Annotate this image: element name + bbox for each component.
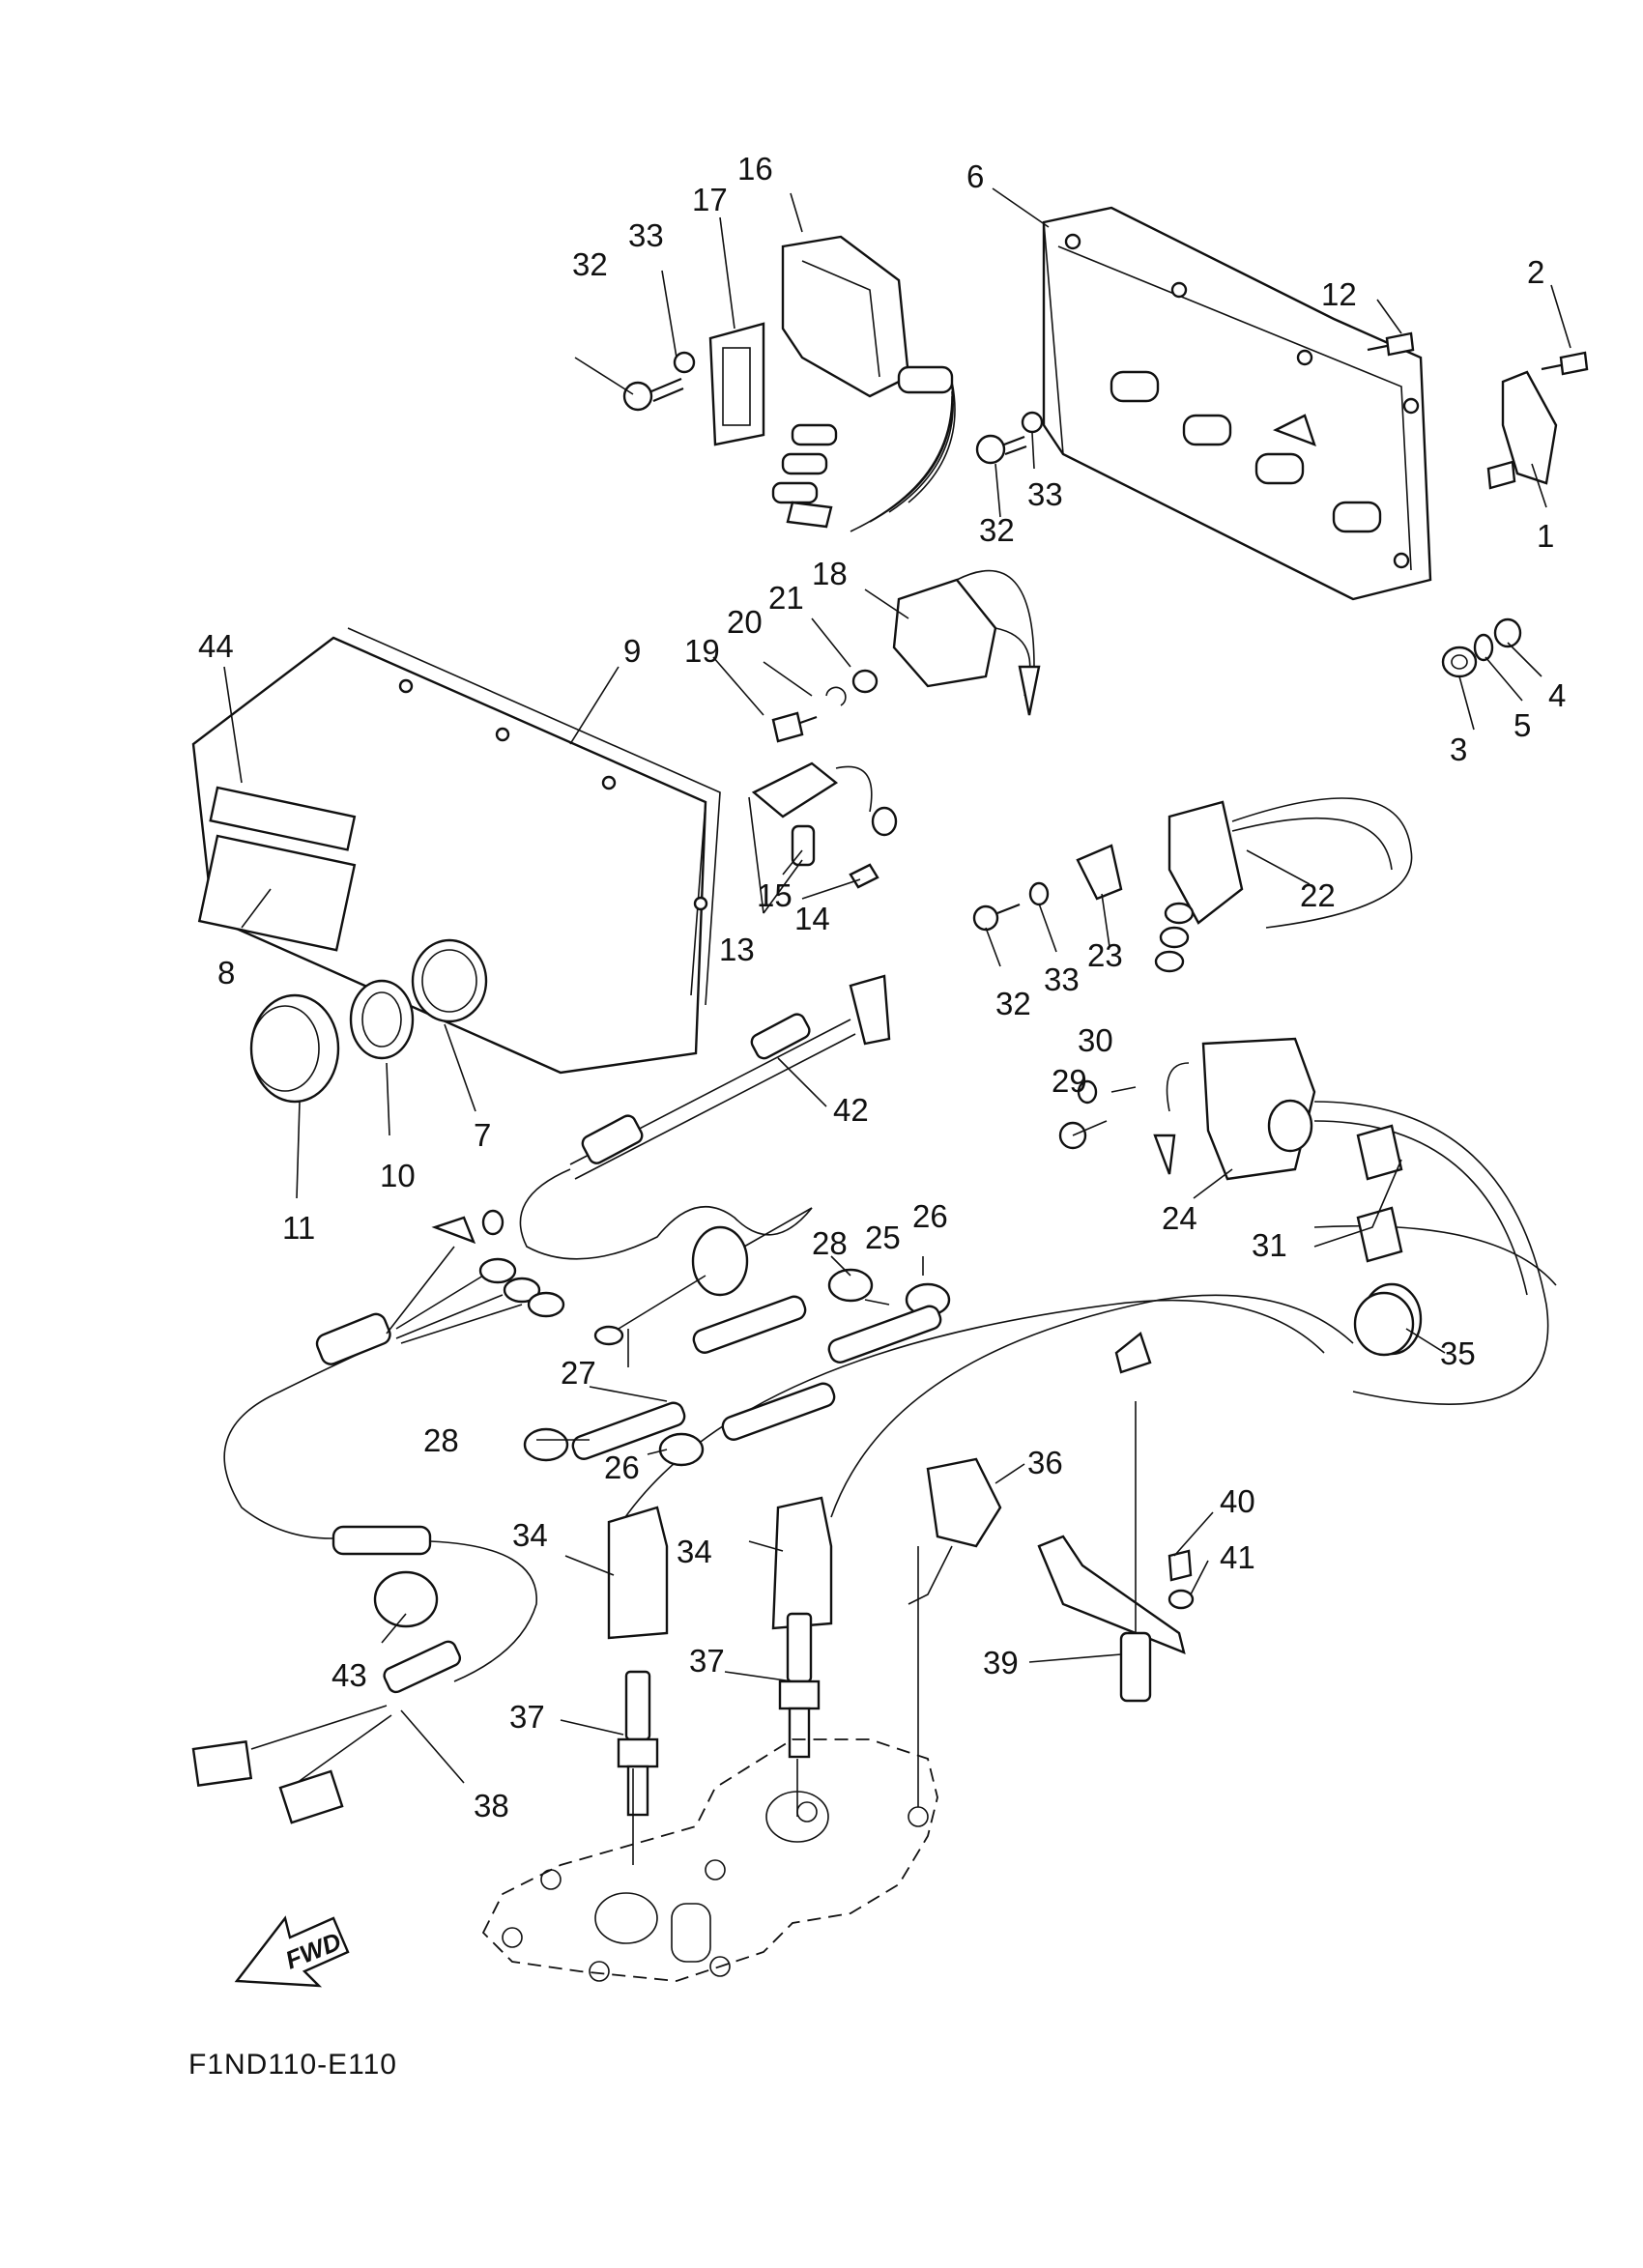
starter-relay bbox=[771, 569, 1041, 743]
callout-21: 21 bbox=[768, 580, 804, 616]
callout-3: 3 bbox=[1450, 732, 1467, 767]
electrical-box-base bbox=[1042, 206, 1432, 601]
callout-5: 5 bbox=[1513, 707, 1531, 743]
callout-26: 26 bbox=[912, 1198, 948, 1234]
terminal-cover bbox=[1486, 370, 1558, 490]
box-gasket bbox=[332, 627, 721, 1006]
callout-44: 44 bbox=[198, 628, 234, 664]
callout-37b: 37 bbox=[509, 1699, 545, 1735]
nut-washer-set bbox=[1441, 617, 1522, 678]
callout-32c: 32 bbox=[995, 986, 1031, 1021]
callout-13: 13 bbox=[719, 932, 755, 967]
callout-6: 6 bbox=[966, 158, 984, 194]
callout-11: 11 bbox=[282, 1210, 315, 1246]
callout-37a: 37 bbox=[689, 1643, 725, 1679]
ignition-coil bbox=[1058, 1037, 1316, 1181]
fuse-holder bbox=[751, 761, 898, 889]
callout-34a: 34 bbox=[512, 1517, 548, 1553]
callout-27: 27 bbox=[561, 1355, 596, 1391]
callout-39: 39 bbox=[983, 1645, 1019, 1680]
callout-40: 40 bbox=[1220, 1483, 1255, 1519]
spark-plugs bbox=[617, 1612, 821, 1817]
cdi-unit bbox=[771, 235, 956, 532]
rectifier-regulator bbox=[972, 797, 1413, 973]
callout-41: 41 bbox=[1220, 1539, 1255, 1575]
callout-33a: 33 bbox=[628, 217, 664, 253]
diagram-code: F1ND110-E110 bbox=[188, 2049, 397, 2081]
fwd-arrow: FWD bbox=[234, 1915, 350, 1988]
wire-harness bbox=[191, 1209, 565, 1824]
callout-8: 8 bbox=[217, 955, 235, 990]
callout-4: 4 bbox=[1548, 677, 1566, 713]
callout-7: 7 bbox=[474, 1117, 491, 1153]
callout-20: 20 bbox=[727, 604, 763, 640]
callout-15: 15 bbox=[757, 877, 793, 913]
callout-38: 38 bbox=[474, 1788, 509, 1823]
cap-and-seal bbox=[249, 979, 415, 1104]
callout-32b: 32 bbox=[979, 512, 1015, 548]
screws bbox=[622, 331, 1589, 465]
callout-30: 30 bbox=[1078, 1022, 1113, 1058]
callout-1: 1 bbox=[1537, 518, 1554, 554]
callout-42: 42 bbox=[833, 1092, 869, 1128]
callout-29: 29 bbox=[1052, 1063, 1087, 1099]
callout-28b: 28 bbox=[423, 1422, 459, 1458]
sensor-bracket bbox=[908, 1331, 1195, 1703]
callout-19: 19 bbox=[684, 633, 720, 669]
plug-cable bbox=[519, 974, 891, 1260]
grommet-cable bbox=[593, 1207, 813, 1346]
callout-34b: 34 bbox=[677, 1534, 712, 1569]
tubes bbox=[571, 1295, 942, 1460]
callout-24: 24 bbox=[1162, 1200, 1197, 1236]
callout-14: 14 bbox=[794, 901, 830, 936]
cdi-bracket bbox=[708, 322, 765, 446]
clamps bbox=[373, 1268, 1415, 1628]
callout-33c: 33 bbox=[1044, 962, 1080, 997]
cylinder-head-outline bbox=[481, 1738, 938, 1982]
callout-2: 2 bbox=[1527, 254, 1544, 290]
callout-31: 31 bbox=[1252, 1227, 1287, 1263]
callout-28: 28 bbox=[812, 1225, 848, 1261]
callout-35: 35 bbox=[1440, 1335, 1476, 1371]
callout-22: 22 bbox=[1300, 877, 1336, 913]
callout-32a: 32 bbox=[572, 246, 608, 282]
callout-17: 17 bbox=[692, 182, 728, 217]
callout-16: 16 bbox=[737, 151, 773, 187]
plug-caps bbox=[607, 1496, 833, 1640]
callout-43: 43 bbox=[331, 1657, 367, 1693]
callout-23: 23 bbox=[1087, 937, 1123, 973]
leader-lines bbox=[223, 187, 1571, 1865]
callout-9: 9 bbox=[623, 633, 641, 669]
callout-26b: 26 bbox=[604, 1450, 640, 1485]
callout-18: 18 bbox=[812, 556, 848, 591]
callout-36: 36 bbox=[1027, 1445, 1063, 1480]
callout-10: 10 bbox=[380, 1158, 416, 1193]
callout-25: 25 bbox=[865, 1220, 901, 1255]
box-cover bbox=[191, 636, 707, 1075]
callout-33b: 33 bbox=[1027, 476, 1063, 512]
callout-labels: 1 2 3 4 5 6 7 8 9 10 11 12 13 14 15 16 1… bbox=[198, 151, 1566, 1823]
callout-12: 12 bbox=[1321, 276, 1357, 312]
